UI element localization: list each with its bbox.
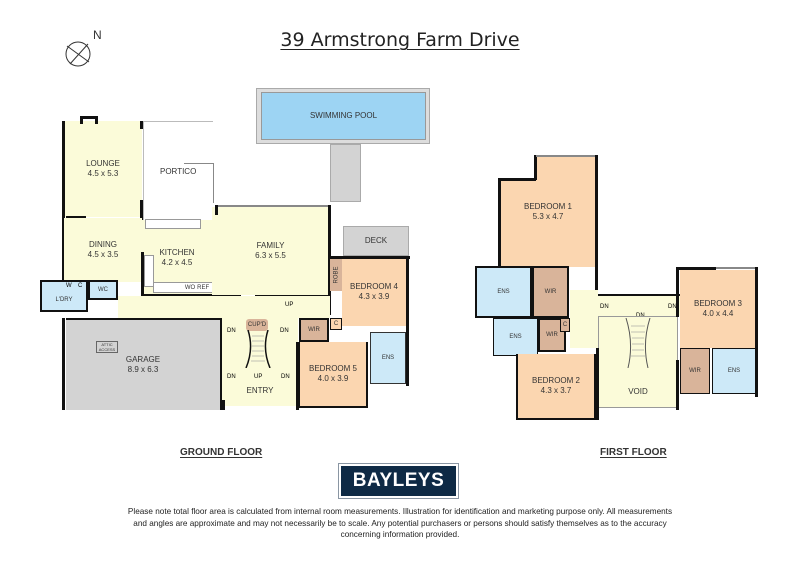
room-wc: WC <box>88 280 118 300</box>
room-entry: ENTRY <box>222 318 298 406</box>
cupboard-label: C <box>78 283 83 289</box>
window <box>218 205 328 207</box>
wall <box>755 267 758 397</box>
room-bedroom-5: BEDROOM 5 4.0 x 3.9 <box>298 342 368 408</box>
wall <box>595 155 598 295</box>
first-floor-label: FIRST FLOOR <box>600 447 667 458</box>
room-robe: ROBE <box>330 259 342 291</box>
window <box>536 155 598 157</box>
north-label: N <box>93 28 102 42</box>
wall <box>255 294 330 297</box>
room-ensuite-1: ENS <box>475 266 532 318</box>
room-bedroom-2: BEDROOM 2 4.3 x 3.7 <box>516 354 596 420</box>
logo-text: BAYLEYS <box>352 470 445 491</box>
room-bedroom-3: BEDROOM 3 4.0 x 4.4 <box>680 270 756 348</box>
window <box>716 267 756 269</box>
north-arrow-icon <box>65 41 91 67</box>
wall <box>80 116 83 124</box>
stair-landing <box>598 294 680 316</box>
room-swimming-pool: SWIMMING POOL <box>261 92 426 140</box>
room-wir-3: WIR <box>680 348 710 394</box>
stair-label-dn: DN <box>600 304 609 310</box>
page-title: 39 Armstrong Farm Drive <box>0 29 800 51</box>
wall <box>141 294 241 297</box>
wall <box>498 178 501 268</box>
wall <box>140 200 143 220</box>
room-lounge: LOUNGE 4.5 x 5.3 <box>64 121 142 217</box>
wall <box>222 400 225 410</box>
room-garage: GARAGE 8.9 x 6.3 <box>66 318 222 410</box>
room-dining: DINING 4.5 x 3.5 <box>64 218 142 282</box>
kitchen-bench-side <box>144 255 154 287</box>
portico-line <box>184 163 214 164</box>
wall <box>676 267 679 317</box>
wall <box>676 360 679 410</box>
staircase-icon <box>245 330 271 368</box>
title-text: 39 Armstrong Farm Drive <box>280 29 520 51</box>
wall <box>80 116 97 119</box>
notch <box>500 155 536 179</box>
ground-floor-label: GROUND FLOOR <box>180 447 263 458</box>
compass: N <box>61 28 105 78</box>
wall <box>62 318 65 410</box>
room-ensuite-3: ENS <box>712 348 756 394</box>
stair-label-up: UP <box>285 302 294 308</box>
room-closet: C <box>560 318 570 332</box>
room-void: VOID <box>598 316 678 408</box>
wall <box>296 342 299 410</box>
room-portico: PORTICO <box>143 121 213 223</box>
wall <box>215 205 218 215</box>
stair-label-dn: DN <box>227 374 236 380</box>
wall <box>62 121 65 281</box>
wall <box>328 256 410 259</box>
wall <box>534 155 537 180</box>
disclaimer: Please note total floor area is calculat… <box>127 507 673 539</box>
wall <box>140 121 143 129</box>
room-ensuite-2: ENS <box>493 318 538 356</box>
wall <box>676 267 716 270</box>
room-ensuite: ENS <box>370 332 406 384</box>
wall <box>406 256 409 386</box>
room-deck: DECK <box>343 226 409 256</box>
first-floor-plan: BEDROOM 1 5.3 x 4.7 ENS WIR ENS WIR C BE… <box>475 155 758 420</box>
stair-label-up: UP <box>254 374 263 380</box>
staircase-icon <box>625 318 651 368</box>
hallway <box>118 296 330 318</box>
attic-access: ATTIC ACCESS <box>96 341 118 353</box>
wall <box>596 348 599 420</box>
pool-path <box>330 144 361 202</box>
wall <box>328 205 331 315</box>
wall <box>498 178 536 181</box>
room-bedroom-4: BEDROOM 4 4.3 x 3.9 <box>342 258 406 326</box>
stair-label-dn: DN <box>280 328 289 334</box>
room-family: FAMILY 6.3 x 5.5 <box>212 207 329 295</box>
room-wir: WIR <box>299 318 329 342</box>
wall <box>141 252 144 297</box>
room-cupboard: CUP'D <box>246 319 268 331</box>
room-laundry: L'DRY <box>40 280 88 312</box>
bayleys-logo: BAYLEYS <box>338 463 459 499</box>
stair-label-dn: DN <box>227 328 236 334</box>
kitchen-bench <box>145 219 201 229</box>
stair-label-dn: DN <box>668 304 677 310</box>
wall <box>95 116 98 124</box>
ground-floor-plan: SWIMMING POOL PORTICO LOUNGE 4.5 x 5.3 D… <box>0 0 440 420</box>
landing <box>570 290 598 348</box>
room-wir-1: WIR <box>532 266 569 318</box>
stair-label-dn: DN <box>281 374 290 380</box>
room-closet: C <box>330 318 342 330</box>
portico-line <box>213 163 214 203</box>
wall <box>66 216 86 218</box>
washer-label: W <box>66 283 72 289</box>
